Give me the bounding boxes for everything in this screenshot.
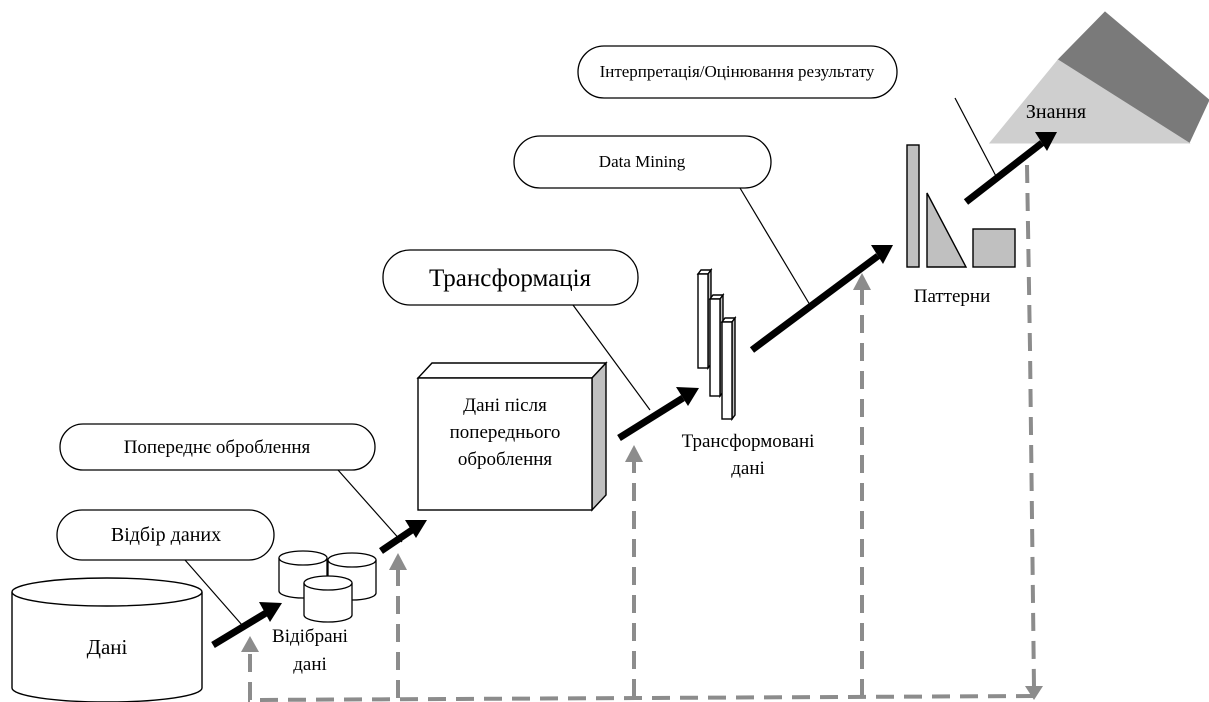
stage-transformation-label: Трансформація xyxy=(429,265,592,292)
stage-preprocessing-label: Попереднє оброблення xyxy=(124,437,311,458)
arrow-data-to-selected xyxy=(211,610,268,648)
feedback-transformation-arrowhead xyxy=(625,445,643,462)
data-label: Дані xyxy=(87,635,128,659)
leader-interpretation xyxy=(954,97,999,181)
flow-arrows xyxy=(211,132,1057,648)
preprocessed-data-box xyxy=(416,361,608,512)
stage-transformation: Трансформація xyxy=(382,249,639,306)
knowledge-icon xyxy=(988,11,1209,144)
patterns-icon xyxy=(906,144,1016,268)
stage-data-mining: Data Mining xyxy=(513,135,772,189)
feedback-return-arrowhead xyxy=(1025,686,1043,700)
data-cylinder-top xyxy=(11,577,203,607)
arrow-transformed-to-patterns xyxy=(749,253,881,353)
patterns-label: Паттерни xyxy=(914,286,991,307)
stage-interpretation: Інтерпретація/Оцінювання результату xyxy=(577,45,898,99)
arrow-patterns-to-knowledge xyxy=(963,140,1045,205)
selected-data-icon xyxy=(278,550,377,623)
stage-selection-label: Відбір даних xyxy=(111,524,221,546)
selected-data-label-1: Відібрані xyxy=(272,626,348,647)
feedback-loop xyxy=(241,164,1043,702)
preprocessed-label-1: Дані після xyxy=(463,395,547,416)
feedback-preprocessing-arrowhead xyxy=(389,553,407,570)
selected-data-label-2: дані xyxy=(293,654,327,675)
feedback-bottom-line xyxy=(247,694,1035,702)
feedback-selection-arrowhead xyxy=(241,636,259,652)
arrow-selected-to-preprocessed xyxy=(379,527,414,554)
arrow-preprocessed-to-transformed xyxy=(617,395,685,441)
stage-selection: Відбір даних xyxy=(56,509,275,561)
leader-mining xyxy=(739,187,811,306)
stage-interpretation-label: Інтерпретація/Оцінювання результату xyxy=(600,62,875,81)
transformed-data-icon xyxy=(696,267,737,422)
preprocessed-label-3: оброблення xyxy=(458,449,553,470)
knowledge-label: Знання xyxy=(1026,101,1086,123)
transformed-label-2: дані xyxy=(731,458,765,479)
preprocessed-label-2: попереднього xyxy=(450,422,561,443)
feedback-mining-arrowhead xyxy=(853,273,871,290)
stage-data-mining-label: Data Mining xyxy=(599,152,686,171)
transformed-label-1: Трансформовані xyxy=(682,431,815,452)
feedback-return-line xyxy=(1025,164,1036,689)
leader-selection xyxy=(184,559,243,626)
leader-lines xyxy=(184,97,999,626)
data-cylinder: Дані xyxy=(11,577,203,702)
stage-preprocessing: Попереднє оброблення xyxy=(59,423,376,471)
leader-transformation xyxy=(572,304,651,411)
leader-preprocessing xyxy=(337,469,403,543)
